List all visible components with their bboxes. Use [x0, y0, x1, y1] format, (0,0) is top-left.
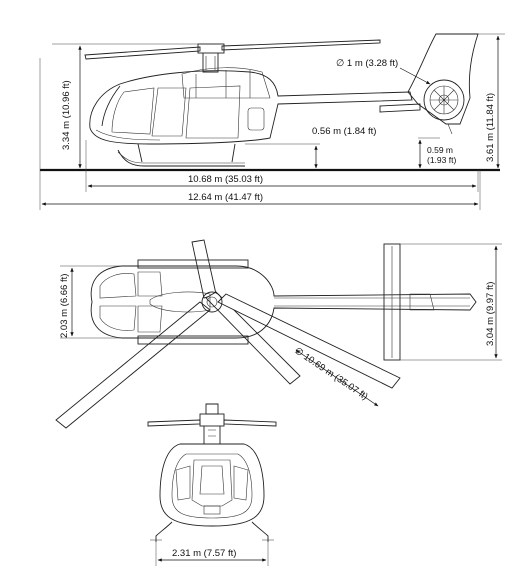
fuselage-length-label: 10.68 m (35.03 ft)	[188, 174, 263, 185]
side-skids	[117, 143, 245, 167]
skid-width-label: 2.31 m (7.57 ft)	[172, 548, 236, 559]
overall-length-label: 12.64 m (41.47 ft)	[188, 192, 263, 203]
front-skids	[150, 521, 274, 542]
skid-clearance-label: 0.56 m (1.84 ft)	[312, 126, 376, 137]
tail-height-label: 3.61 m (11.84 ft)	[485, 93, 496, 162]
total-height-label: 3.34 m (10.96 ft)	[61, 80, 72, 150]
top-view: 2.03 m (6.66 ft) 3.04 m (9.97 ft) ∅ 10.6…	[55, 239, 502, 429]
side-tail	[379, 33, 479, 135]
front-fuselage	[159, 443, 265, 527]
tail-clearance-line2: (1.93 ft)	[427, 155, 456, 165]
tail-clearance-line1: 0.59 m	[427, 145, 453, 155]
top-fuselage	[90, 259, 477, 345]
side-view: ∅ 1 m (3.28 ft) 3.34 m (10.96 ft) 3.61 m…	[39, 33, 505, 210]
cabin-width-label: 2.03 m (6.66 ft)	[59, 274, 70, 338]
side-fuselage	[89, 67, 413, 145]
tail-rotor-diameter-label: ∅ 1 m (3.28 ft)	[336, 58, 398, 69]
top-stabilizer	[383, 243, 401, 361]
front-main-rotor	[147, 403, 277, 445]
side-main-rotor	[84, 39, 381, 73]
stabilizer-span-label: 3.04 m (9.97 ft)	[485, 282, 496, 346]
front-view: 2.31 m (7.57 ft)	[147, 403, 277, 566]
